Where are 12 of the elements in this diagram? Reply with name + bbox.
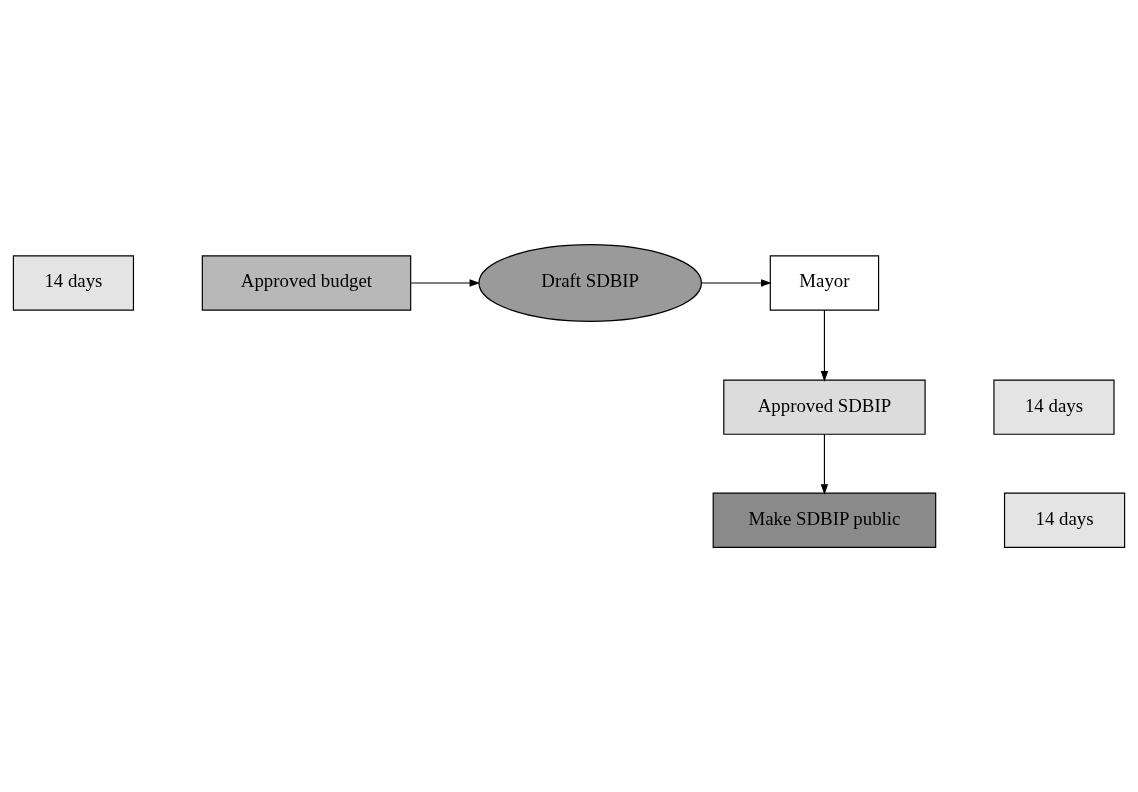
arrow bbox=[410, 279, 481, 287]
arrow bbox=[701, 279, 772, 287]
node-box: 14 days bbox=[993, 379, 1115, 435]
node-box: Approved SDBIP bbox=[723, 379, 926, 435]
node-box: Mayor bbox=[769, 255, 880, 311]
node-box: 14 days bbox=[12, 255, 135, 311]
arrow bbox=[820, 434, 829, 495]
node-ellipse: Draft SDBIP bbox=[478, 244, 703, 322]
node-box: 14 days bbox=[1003, 492, 1126, 548]
node-box: Make SDBIP public bbox=[712, 492, 937, 548]
node-box: Approved budget bbox=[201, 255, 412, 311]
arrow bbox=[820, 309, 829, 382]
